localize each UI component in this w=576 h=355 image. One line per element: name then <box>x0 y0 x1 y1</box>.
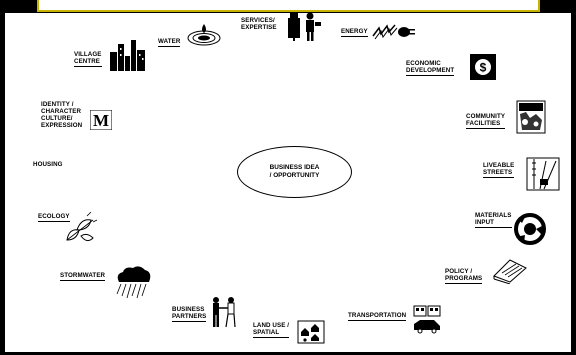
document-icon <box>490 258 528 284</box>
city-skyline-icon <box>108 38 148 72</box>
workers-icon <box>285 10 325 42</box>
power-plug-icon <box>371 22 417 42</box>
services-label: SERVICES/ EXPERTISE <box>241 17 277 31</box>
identity-label: IDENTITY / CHARACTER CULTURE/ EXPRESSION <box>41 101 82 129</box>
policy-label: POLICY / PROGRAMS <box>445 268 482 284</box>
street-icon <box>526 157 560 191</box>
community-label: COMMUNITY FACILITIES <box>466 113 505 129</box>
water-icon <box>186 22 222 48</box>
identity-letter-icon: M <box>90 110 112 130</box>
center-label: BUSINESS IDEA / OPPORTUNITY <box>270 164 320 180</box>
partners-label: BUSINESS PARTNERS <box>172 306 206 322</box>
transportation-label: TRANSPORTATION <box>348 312 406 321</box>
storm-cloud-icon <box>113 264 155 302</box>
housing-label: HOUSING <box>33 161 63 168</box>
liveable-label: LIVEABLE STREETS <box>483 162 514 178</box>
energy-label: ENERGY <box>341 28 368 37</box>
stormwater-label: STORMWATER <box>60 272 105 281</box>
water-label: WATER <box>158 38 180 47</box>
houses-icon <box>297 320 325 344</box>
handshake-icon <box>210 296 238 328</box>
village-label: VILLAGE CENTRE <box>74 51 102 67</box>
dollar-glyph: $ <box>480 61 487 75</box>
dollar-icon: $ <box>470 54 496 80</box>
center-ellipse: BUSINESS IDEA / OPPORTUNITY <box>237 146 352 198</box>
identity-glyph: M <box>93 111 109 130</box>
transit-icon <box>412 304 444 334</box>
community-facilities-icon <box>516 100 546 134</box>
materials-label: MATERIALS INPUT <box>475 212 512 228</box>
landuse-label: LAND USE / SPATIAL <box>253 322 289 338</box>
economic-label: ECONOMIC DEVELOPMENT <box>406 60 454 76</box>
recycle-icon <box>510 211 550 247</box>
leaves-icon <box>63 212 99 246</box>
